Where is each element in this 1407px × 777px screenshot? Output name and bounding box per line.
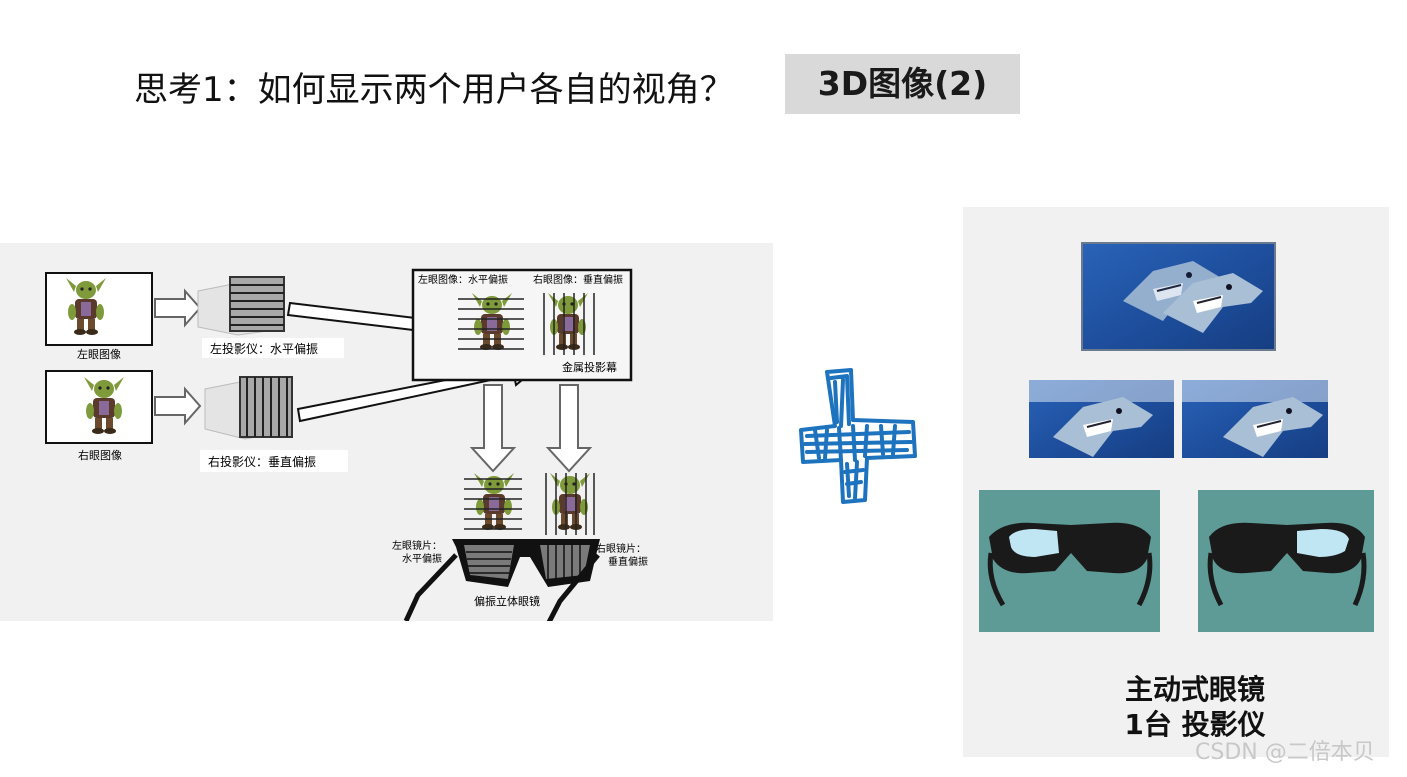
arrow-screen-to-right-lens <box>545 384 593 473</box>
arrow-to-right-projector <box>154 386 202 426</box>
active-glasses-panel <box>963 207 1389 757</box>
caption-line-2: 1台 投影仪 <box>1124 708 1266 741</box>
right-projector-icon <box>204 376 293 440</box>
watermark: CSDN @二倍本贝 <box>1195 740 1375 765</box>
arrow-screen-to-left-lens <box>469 384 517 473</box>
left-shutter-glasses-image <box>979 490 1160 632</box>
right-projector-label-bg <box>200 450 348 472</box>
left-eye-image-label: 左眼图像 <box>77 348 121 361</box>
right-shutter-glasses-image <box>1198 490 1374 632</box>
right-eye-image-label: 右眼图像 <box>78 448 122 462</box>
two-sharks-image <box>1081 242 1276 351</box>
arrow-to-left-projector <box>154 288 202 328</box>
left-lens-label-2: 水平偏振 <box>402 552 442 565</box>
screen-left-image <box>458 293 524 350</box>
right-lens-label-1: 右眼镜片： <box>596 542 646 555</box>
polarized-3d-diagram: 左眼图像 右眼图像 左投影仪：水平偏振 右投影仪：垂直偏振 左眼图像：水平偏振 <box>0 243 773 621</box>
right-lens-label-2: 垂直偏振 <box>608 555 648 568</box>
glasses-label: 偏振立体眼镜 <box>474 594 540 608</box>
active-glasses-illustration <box>979 242 1374 632</box>
screen-right-label: 右眼图像：垂直偏振 <box>533 273 623 286</box>
left-projector-icon <box>197 276 285 336</box>
screen-left-label: 左眼图像：水平偏振 <box>418 273 508 286</box>
left-lens-image <box>464 473 522 530</box>
caption-line-1: 主动式眼镜 <box>1124 673 1265 706</box>
active-glasses-caption: 主动式眼镜 1台 投影仪 <box>1080 672 1310 742</box>
left-projector-label-bg <box>202 338 344 358</box>
screen-right-image <box>543 293 595 355</box>
metal-screen-label: 金属投影幕 <box>562 360 617 374</box>
right-lens-image <box>545 473 595 535</box>
left-projector-label: 左投影仪：水平偏振 <box>210 341 318 356</box>
right-projector-label: 右投影仪：垂直偏振 <box>208 454 316 469</box>
left-shark-image <box>1029 380 1174 458</box>
polarized-glasses-icon <box>403 539 600 621</box>
right-shark-image <box>1182 380 1328 458</box>
diagram-svg: 左眼图像 右眼图像 左投影仪：水平偏振 右投影仪：垂直偏振 左眼图像：水平偏振 <box>45 268 648 621</box>
plus-icon <box>799 368 917 504</box>
topic-tag: 3D图像(2) <box>785 54 1020 114</box>
page-title: 思考1：如何显示两个用户各自的视角？ <box>134 70 734 110</box>
left-lens-label-1: 左眼镜片： <box>392 539 442 552</box>
